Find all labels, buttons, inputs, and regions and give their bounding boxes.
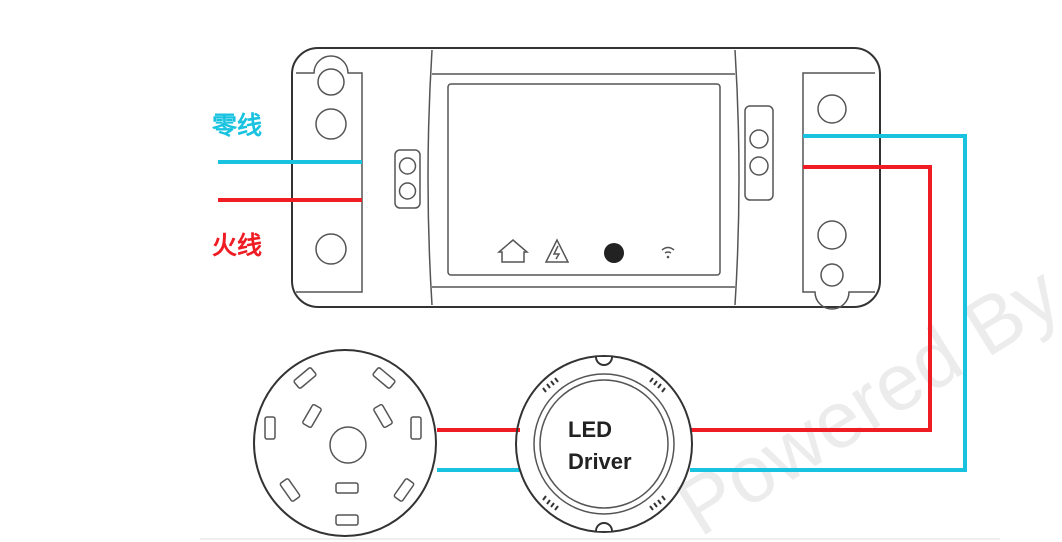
screw-terminal xyxy=(817,220,847,250)
driver-label-line1: LED xyxy=(568,417,612,442)
driver-label-line2: Driver xyxy=(568,449,632,474)
smart-switch-device xyxy=(291,47,881,310)
screw-terminal xyxy=(820,263,844,287)
screw-terminal xyxy=(315,108,347,140)
wifi-icon xyxy=(661,246,675,259)
neutral-wire-out xyxy=(690,134,967,472)
home-icon xyxy=(496,239,530,263)
led-driver: LED Driver xyxy=(515,355,693,533)
device-screen xyxy=(447,83,721,276)
live-label: 火线 xyxy=(212,231,262,260)
power-led-icon xyxy=(604,243,624,263)
live-wire-out xyxy=(690,165,932,432)
wires xyxy=(218,134,967,472)
led-lamp xyxy=(253,349,437,537)
screw-terminal xyxy=(817,94,847,124)
screw-terminal xyxy=(317,68,345,96)
neutral-label: 零线 xyxy=(211,111,262,140)
screw-terminal xyxy=(315,233,347,265)
warning-icon xyxy=(544,238,570,263)
